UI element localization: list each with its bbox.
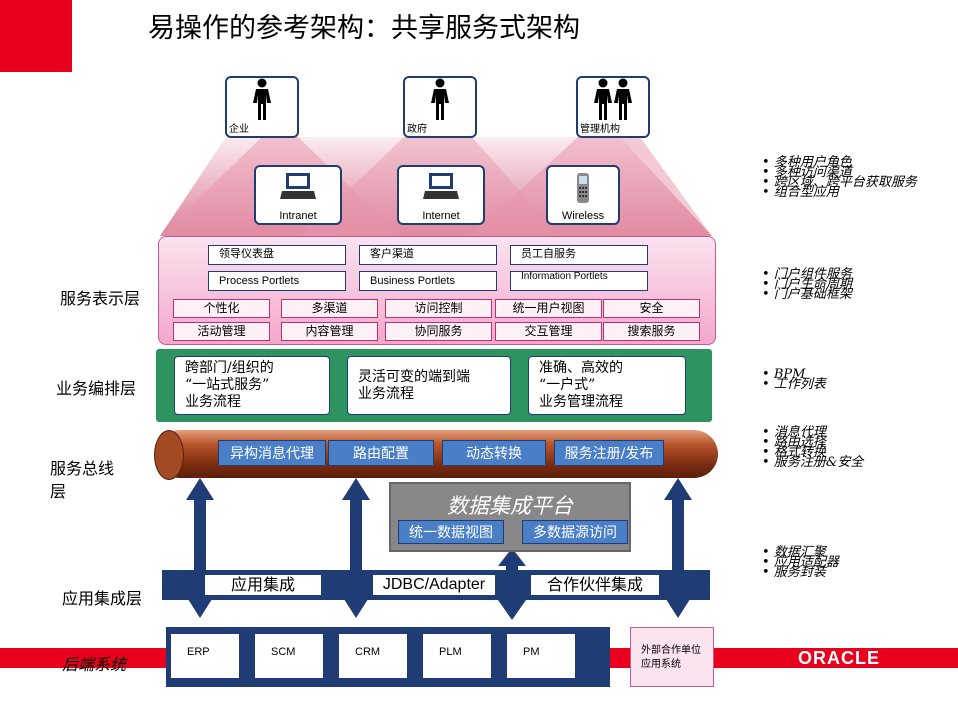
system-scm: SCM <box>255 634 323 678</box>
people-icon <box>594 78 632 120</box>
note-item: • 应用适配器 <box>762 555 839 570</box>
note-item: • 跨区域、跨平台获取服务 <box>762 175 917 190</box>
integration-partner: 合作伙伴集成 <box>530 574 660 596</box>
user-label: 政府 <box>407 124 427 135</box>
oracle-logo: ORACLE <box>798 648 880 668</box>
laptop-icon <box>423 173 459 199</box>
layer-label-bus-line2: 层 <box>50 482 67 501</box>
note-item: • 服务封装 <box>762 565 826 580</box>
text-line: 业务管理流程 <box>539 394 623 410</box>
layer-label-presentation: 服务表示层 <box>60 289 141 308</box>
user-regulator: 管理机构 <box>576 76 650 138</box>
orchestration-box-one-stop: 跨部门/组织的 “一站式服务” 业务流程 <box>174 356 330 415</box>
integration-application: 应用集成 <box>204 574 322 596</box>
person-icon <box>253 78 271 120</box>
orchestration-box-one-account: 准确、高效的 “一户式” 业务管理流程 <box>528 356 686 415</box>
channel-intranet: Intranet <box>254 165 342 225</box>
user-label: 管理机构 <box>580 124 620 135</box>
feature-unified-user-view: 统一用户视图 <box>495 299 602 318</box>
note-item: • 多种访问渠道 <box>762 165 852 180</box>
person-icon <box>431 78 449 120</box>
portal-channel-dashboard: 领导仪表盘 <box>208 245 346 265</box>
note-item: • 门户基础框架 <box>762 287 852 302</box>
feature-access-control: 访问控制 <box>385 299 492 318</box>
portlet-business: Business Portlets <box>359 271 497 291</box>
note-item: • 消息代理 <box>762 425 826 440</box>
note-item: • 门户组件服务 <box>762 267 852 282</box>
feature-security: 安全 <box>603 299 700 318</box>
note-item: • 数据汇聚 <box>762 545 826 560</box>
note-item: • 工作列表 <box>762 377 826 392</box>
notes-presentation-layer: • 门户组件服务 • 门户生命周期 • 门户基础框架 <box>762 267 852 302</box>
system-pm: PM <box>507 634 575 678</box>
data-platform-title: 数据集成平台 <box>447 494 573 518</box>
orchestration-box-end-to-end: 灵活可变的端到端 业务流程 <box>347 356 511 415</box>
layer-label-orchestration: 业务编排层 <box>56 379 137 398</box>
channel-label: Wireless <box>561 210 605 222</box>
text-line: “一站式服务” <box>185 377 270 393</box>
text-line: 准确、高效的 <box>539 360 623 376</box>
channel-label: Internet <box>422 210 460 222</box>
user-government: 政府 <box>403 76 477 138</box>
feature-multichannel: 多渠道 <box>281 299 378 318</box>
feature-interaction-management: 交互管理 <box>495 322 602 341</box>
system-plm: PLM <box>423 634 491 678</box>
note-item: • 门户生命周期 <box>762 277 852 292</box>
service-bus-pipe-end <box>154 430 184 480</box>
integration-jdbc-adapter: JDBC/Adapter <box>372 574 496 596</box>
mobile-phone-icon <box>577 173 589 203</box>
notes-integration-layer: • 数据汇聚 • 应用适配器 • 服务封装 <box>762 545 839 580</box>
note-item: • 格式转换 <box>762 445 826 460</box>
layer-label-backend: 后端系统 <box>62 655 127 674</box>
portlet-process: Process Portlets <box>208 271 346 291</box>
system-crm: CRM <box>339 634 407 678</box>
text-line: 应用系统 <box>641 659 681 670</box>
text-line: 灵活可变的端到端 <box>358 369 470 385</box>
layer-label-bus: 服务总线 <box>50 459 115 478</box>
bus-service-registry: 服务注册/发布 <box>554 440 664 466</box>
data-unified-view: 统一数据视图 <box>398 520 504 544</box>
portlet-information: Information Portlets <box>510 271 648 291</box>
bus-routing-config: 路由配置 <box>328 440 434 466</box>
notes-orchestration-layer: • BPM • 工作列表 <box>762 367 826 392</box>
notes-bus-layer: • 消息代理 • 路由选择 • 格式转换 • 服务注册&安全 <box>762 425 864 470</box>
channel-label: Intranet <box>279 210 317 222</box>
channel-wireless: Wireless <box>546 165 620 225</box>
page-title: 易操作的参考架构：共享服务式架构 <box>148 13 580 44</box>
corner-accent <box>0 0 72 72</box>
channel-internet: Internet <box>397 165 485 225</box>
layer-label-integration: 应用集成层 <box>62 589 143 608</box>
user-label: 企业 <box>229 124 249 135</box>
feature-activity-management: 活动管理 <box>173 322 270 341</box>
bus-dynamic-transform: 动态转换 <box>442 440 546 466</box>
note-item: • 路由选择 <box>762 435 826 450</box>
feature-personalization: 个性化 <box>173 299 270 318</box>
feature-collaboration: 协同服务 <box>385 322 492 341</box>
note-item: • 多种用户角色 <box>762 155 852 170</box>
feature-search: 搜索服务 <box>603 322 700 341</box>
portal-channel-employee: 员工自服务 <box>510 245 648 265</box>
text-line: 业务流程 <box>358 386 414 402</box>
note-item: • 组合型应用 <box>762 185 839 200</box>
feature-content-management: 内容管理 <box>281 322 378 341</box>
text-line: 跨部门/组织的 <box>185 360 274 376</box>
text-line: “一户式” <box>539 377 596 393</box>
data-multi-source-access: 多数据源访问 <box>522 520 628 544</box>
note-item: • BPM <box>762 367 806 382</box>
note-item: • 服务注册&安全 <box>762 455 864 470</box>
system-erp: ERP <box>171 634 239 678</box>
bus-message-broker: 异构消息代理 <box>218 440 326 466</box>
notes-access-layer: • 多种用户角色 • 多种访问渠道 • 跨区域、跨平台获取服务 • 组合型应用 <box>762 155 917 200</box>
portal-channel-customer: 客户渠道 <box>359 245 497 265</box>
external-partner-systems: 外部合作单位 应用系统 <box>630 627 714 687</box>
user-enterprise: 企业 <box>225 76 299 138</box>
text-line: 业务流程 <box>185 394 241 410</box>
text-line: 外部合作单位 <box>641 645 701 656</box>
laptop-icon <box>280 173 316 199</box>
